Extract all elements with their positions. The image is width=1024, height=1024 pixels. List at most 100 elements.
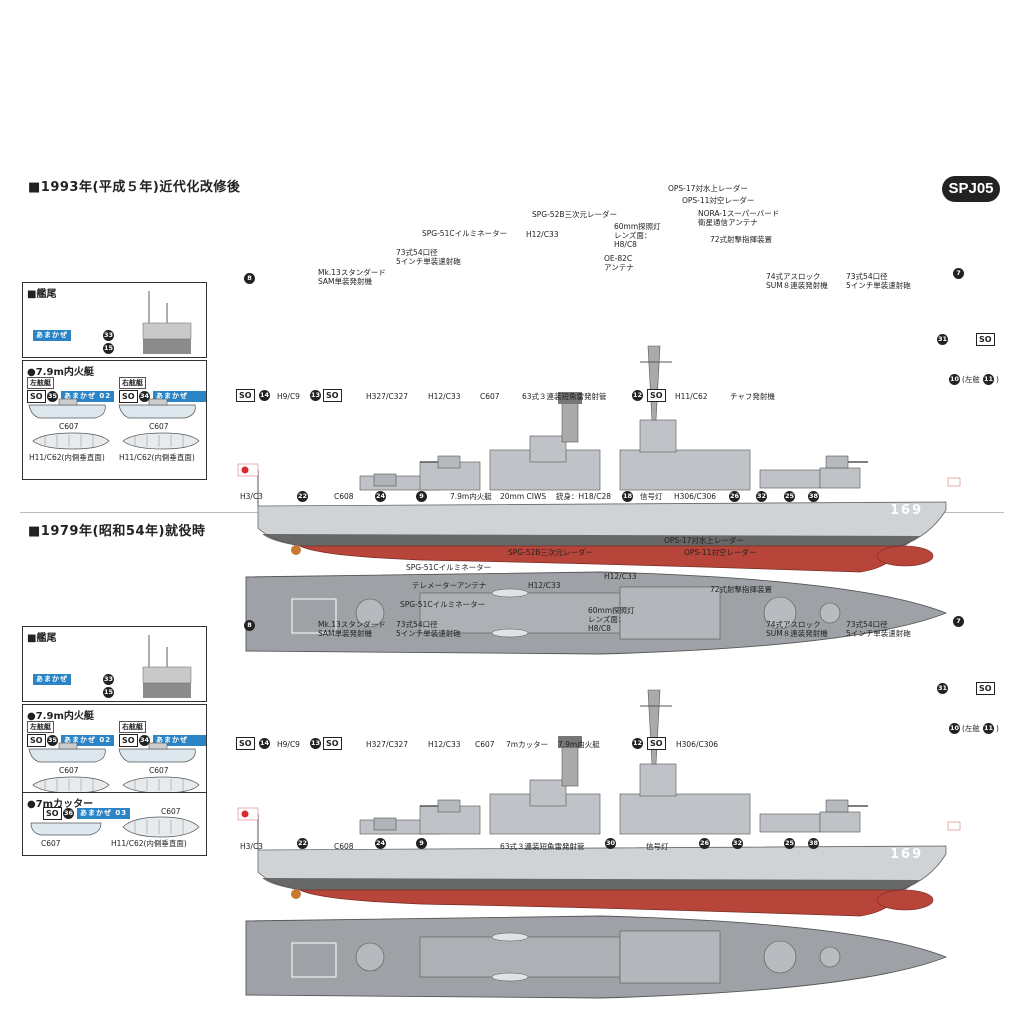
stern-drawing [142,635,192,698]
callout-number: 10 [949,723,960,734]
callout-label: H12/C33 [604,572,637,581]
callout-number: 25 [784,491,795,502]
callout-number: 35 [47,735,58,746]
jack-flag [947,821,961,831]
callout-number: 32 [756,491,767,502]
callout-number: 13 [310,738,321,749]
callout-label: OPS-17対水上レーダー [664,536,744,545]
callout-number: 24 [375,491,386,502]
port-color-label: C607 [59,766,79,775]
bow-sonar-dome [876,889,934,911]
so-marker: SO [236,389,255,402]
spg52-radar [558,392,582,404]
callout-number: 8 [244,273,255,284]
callout-label: H12/C33 [528,581,561,590]
asroc-ring [763,940,797,974]
starboard-boat-label: 右舷艇 [119,721,146,733]
so-marker: SO [647,389,666,402]
callout-number: 12 [632,738,643,749]
port-note: (左舷 [962,375,980,384]
port-boat-tag: あまかぜ 02 [61,735,115,746]
starboard-boat-label: 右舷艇 [119,377,146,389]
callout-label: C608 [334,492,354,501]
port-color-label: C607 [59,422,79,431]
launch-panel-title: ●7.9m内火艇 [27,367,94,378]
bow-sonar-dome [876,545,934,567]
launch-drawings [28,742,200,794]
callout-number: 33 [103,330,114,341]
callout-label: SPG-51Cイルミネーター [406,563,492,572]
callout-label: 7.9m内火艇 [450,492,492,501]
bridge-structure [619,586,721,640]
cutter-panel-title: ●7mカッター [27,799,94,810]
callout-label: C608 [334,842,354,851]
ensign-sun [241,810,249,818]
callout-label: NORA-1スーパーバード 衛星通信アンテナ [698,209,780,227]
launch-side-view [28,748,106,763]
stern-panel-title: ■艦尾 [27,633,57,644]
callout-label: H327/C327 [366,740,409,749]
port-note: (左舷 [962,724,980,733]
callout-number: 13 [310,390,321,401]
propeller [291,545,301,555]
boat-top [491,628,529,638]
callout-label: 7mカッター [506,740,549,749]
superstructure-block [529,435,567,463]
launch-cabin [148,398,168,406]
callout-number: 26 [699,838,710,849]
starboard-color-label: C607 [149,422,169,431]
callout-number: 24 [375,838,386,849]
callout-label: 72式射撃指揮装置 [710,585,773,594]
so-marker: SO [236,737,255,750]
superstructure-block [639,763,677,797]
section-title: ■1993年(平成５年)近代化改修後 [28,180,241,195]
launch-side-view [118,404,196,419]
callout-number: 7 [953,268,964,279]
callout-number: 18 [622,491,633,502]
cutter-top-view [122,816,200,838]
mk13-launcher [373,473,397,487]
so-marker: SO [323,737,342,750]
callout-number: 8 [244,620,255,631]
callout-label: H3/C3 [240,492,263,501]
stern-drawing [142,291,192,354]
cutter-hull-label: H11/C62(内側垂直面) [111,839,187,848]
port-boat-label: 左舷艇 [27,721,54,733]
spg52-radar [558,736,582,748]
callout-label: 7.9m内火艇 [558,740,600,749]
port-note-close: ) [996,724,999,733]
boot-topping [262,534,920,546]
asroc-ring [763,596,797,630]
callout-label: 63式３連装短魚雷発射管 [522,392,607,401]
callout-number: 15 [103,343,114,354]
callout-label: H12/C33 [428,392,461,401]
boot-topping [262,878,920,890]
starboard-color-label: C607 [149,766,169,775]
callout-number: 38 [808,491,819,502]
callout-number: 22 [297,838,308,849]
helicopter-deck-marking [291,942,337,978]
callout-label: SPG-52B三次元レーダー [508,548,593,557]
callout-number: 32 [732,838,743,849]
callout-number: 9 [416,838,427,849]
callout-label: 信号灯 [646,842,669,851]
callout-label: SPG-51Cイルミネーター [400,600,486,609]
jack-flag [947,477,961,487]
callout-label: H12/C33 [428,740,461,749]
boat-top [491,972,529,982]
ship-bottom [299,545,906,573]
mk13-ring [355,598,385,628]
callout-number: 25 [784,838,795,849]
cutter-name-tag: あまかぜ 03 [77,808,131,819]
stern-panel-title: ■艦尾 [27,289,57,300]
callout-number: 12 [632,390,643,401]
so-marker: SO [647,737,666,750]
mk13-ring [355,942,385,972]
superstructure-block [619,449,751,491]
callout-label: OE-82C アンテナ [604,254,634,272]
callout-number: 10 [949,374,960,385]
so-marker: SO [43,807,62,820]
